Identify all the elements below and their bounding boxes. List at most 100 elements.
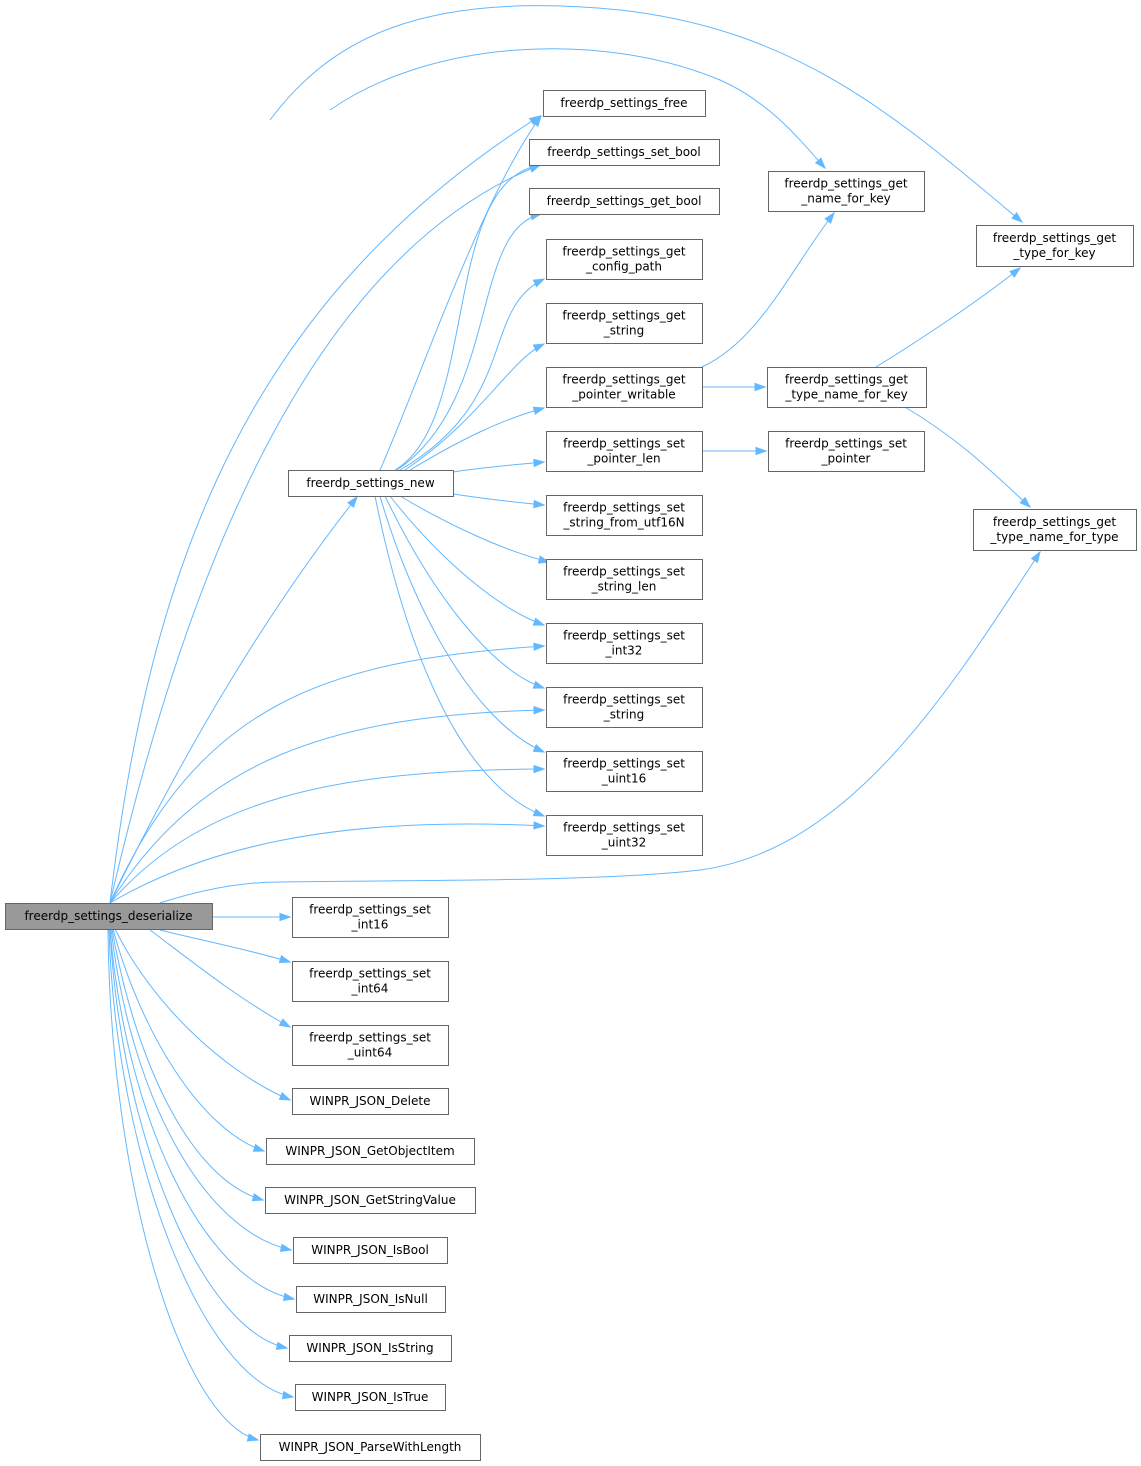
node-box — [293, 1237, 448, 1264]
edge-line — [109, 928, 288, 1349]
edge-line — [159, 551, 1041, 904]
arrowhead-icon — [251, 1193, 265, 1202]
node-label: freerdp_settings_get — [993, 231, 1116, 245]
edge-get_pointer_writable-to-get_name_for_key — [701, 211, 835, 368]
edge-deserialize-to-json_isbool — [110, 928, 293, 1252]
arrowhead-icon — [532, 406, 546, 415]
node-get-name-for-key[interactable]: freerdp_settings_get_name_for_key — [768, 171, 925, 212]
node-box — [529, 188, 720, 215]
edge-line — [110, 928, 292, 1251]
node-label: freerdp_settings_get_bool — [547, 194, 702, 208]
node-free[interactable]: freerdp_settings_free — [543, 90, 706, 117]
node-get-type-name-for-type[interactable]: freerdp_settings_get_type_name_for_type — [973, 509, 1137, 551]
edge-line — [109, 709, 545, 904]
node-get-string[interactable]: freerdp_settings_get_string — [546, 303, 703, 344]
node-get-config-path[interactable]: freerdp_settings_get_config_path — [546, 239, 703, 280]
node-box — [546, 559, 703, 600]
node-get-type-for-key[interactable]: freerdp_settings_get_type_for_key — [976, 225, 1134, 267]
node-set-bool[interactable]: freerdp_settings_set_bool — [529, 139, 720, 166]
node-set-int32[interactable]: freerdp_settings_set_int32 — [546, 623, 703, 664]
edge-line — [379, 495, 545, 753]
edge-line — [269, 5, 1023, 223]
node-set-uint32[interactable]: freerdp_settings_set_uint32 — [546, 815, 703, 856]
edge-line — [399, 495, 550, 563]
edges-layer — [107, 5, 1041, 1442]
edge-line — [394, 164, 542, 471]
edge-set_pointer_len-to-set_pointer — [701, 446, 768, 456]
node-get-pointer-writable[interactable]: freerdp_settings_get_pointer_writable — [546, 367, 703, 408]
node-set-string[interactable]: freerdp_settings_set_string — [546, 687, 703, 728]
edge-settings_new-to-free — [379, 114, 542, 471]
node-set-int64[interactable]: freerdp_settings_set_int64 — [292, 961, 449, 1002]
node-set-uint64[interactable]: freerdp_settings_set_uint64 — [292, 1025, 449, 1066]
edge-line — [109, 164, 541, 904]
node-label: freerdp_settings_get — [993, 515, 1116, 529]
node-json-isbool[interactable]: WINPR_JSON_IsBool — [293, 1237, 448, 1264]
node-label: _int32 — [605, 644, 643, 658]
node-json-getstringvalue[interactable]: WINPR_JSON_GetStringValue — [265, 1187, 476, 1214]
node-get-bool[interactable]: freerdp_settings_get_bool — [529, 188, 720, 215]
edge-line — [399, 278, 545, 471]
node-box — [296, 1286, 446, 1313]
arrowhead-icon — [278, 954, 292, 964]
node-box — [546, 623, 703, 664]
edge-line — [109, 115, 541, 904]
edge-line — [109, 645, 545, 904]
edge-line — [108, 928, 294, 1398]
node-box — [295, 1384, 446, 1411]
edge-line — [374, 495, 545, 817]
node-set-string-len[interactable]: freerdp_settings_set_string_len — [546, 559, 703, 600]
edge-settings_new-to-set_uint16 — [379, 495, 546, 753]
node-json-istrue[interactable]: WINPR_JSON_IsTrue — [295, 1384, 446, 1411]
node-json-delete[interactable]: WINPR_JSON_Delete — [292, 1088, 449, 1115]
node-set-uint16[interactable]: freerdp_settings_set_uint16 — [546, 751, 703, 792]
edge-deserialize-to-set_uint32 — [109, 821, 546, 904]
node-json-isnull[interactable]: WINPR_JSON_IsNull — [296, 1286, 446, 1313]
arrowhead-icon — [532, 743, 546, 753]
node-box — [768, 431, 925, 472]
edge-get_type_name_for_key-to-get_type_for_key — [875, 267, 1022, 368]
node-label: _pointer_len — [586, 452, 660, 466]
node-box — [546, 367, 703, 408]
node-get-type-name-for-key[interactable]: freerdp_settings_get_type_name_for_key — [767, 367, 927, 408]
edge-deserialize-to-set_int64 — [159, 929, 292, 964]
edge-line — [114, 928, 291, 1101]
node-box — [973, 509, 1137, 551]
arrowhead-icon — [282, 1292, 296, 1302]
edge-settings_new-to-set_string — [384, 495, 546, 689]
node-json-parsewithlength[interactable]: WINPR_JSON_ParseWithLength — [260, 1434, 481, 1461]
edge-line — [409, 407, 545, 471]
node-label: _int16 — [351, 918, 389, 932]
arrowhead-icon — [281, 1390, 295, 1400]
edge-settings_new-to-get_pointer_writable — [409, 406, 546, 471]
edge-settings_new-to-get_string — [404, 343, 546, 471]
edge-deserialize-to-set_int32 — [109, 642, 546, 904]
node-set-string-from-utf16N[interactable]: freerdp_settings_set_string_from_utf16N — [546, 495, 703, 536]
edge-settings_new-to-set_string_len — [399, 495, 551, 564]
edge-deserialize-to-json_parsewithlength — [107, 928, 260, 1442]
arrowhead-icon — [533, 706, 546, 715]
edge-deserialize-to-get_type_name_for_type — [159, 550, 1041, 904]
node-label: _type_name_for_type — [989, 530, 1118, 544]
arrowhead-icon — [532, 343, 546, 353]
node-set-int16[interactable]: freerdp_settings_set_int16 — [292, 897, 449, 938]
node-label: freerdp_settings_set — [563, 757, 685, 771]
node-label: freerdp_settings_free — [560, 96, 687, 110]
edge-deserialize-to-get_type_for_key — [269, 5, 1024, 223]
node-label: freerdp_settings_set — [563, 629, 685, 643]
node-json-isstring[interactable]: WINPR_JSON_IsString — [289, 1335, 452, 1362]
node-set-pointer[interactable]: freerdp_settings_set_pointer — [768, 431, 925, 472]
node-json-getobjectitem[interactable]: WINPR_JSON_GetObjectItem — [266, 1138, 475, 1165]
edge-line — [904, 406, 1031, 508]
edge-line — [149, 929, 291, 1028]
arrowhead-icon — [1030, 550, 1041, 564]
arrowhead-icon — [275, 1341, 289, 1350]
node-label: freerdp_settings_new — [306, 476, 434, 490]
node-set-pointer-len[interactable]: freerdp_settings_set_pointer_len — [546, 431, 703, 472]
arrowhead-icon — [279, 912, 292, 922]
node-label: freerdp_settings_get — [562, 373, 685, 387]
edge-line — [112, 928, 265, 1152]
node-settings-new[interactable]: freerdp_settings_new — [288, 470, 454, 497]
node-deserialize[interactable]: freerdp_settings_deserialize — [5, 903, 213, 930]
